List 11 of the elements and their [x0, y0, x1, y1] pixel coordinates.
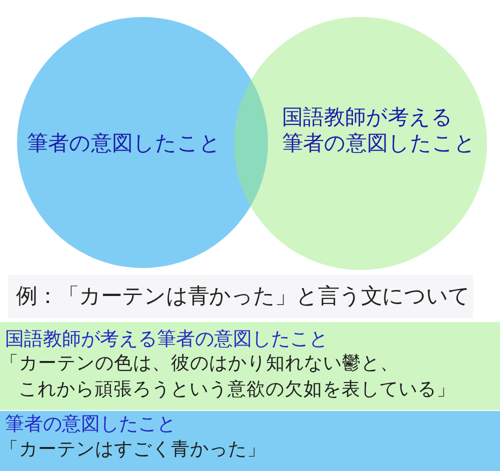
highlight-band [0, 411, 500, 471]
band-heading: 筆者の意図したこと [5, 412, 176, 437]
venn-circle [17, 17, 268, 268]
highlight-band [0, 322, 500, 410]
venn-circle [234, 17, 487, 270]
band-heading: 国語教師が考える筆者の意図したこと [5, 327, 328, 352]
circle-label: 筆者の意図したこと [27, 130, 221, 156]
quote-text: 「カーテンはすごく青かった」 [0, 438, 266, 462]
example-caption: 例：「カーテンは青かった」と言う文について [8, 275, 473, 318]
quote-text: 「カーテンの色は、彼のはかり知れない鬱と、これから頑張ろうという意欲の欠如を表している」 [0, 352, 456, 402]
circle-label: 国語教師が考える筆者の意図したこと [282, 104, 477, 156]
